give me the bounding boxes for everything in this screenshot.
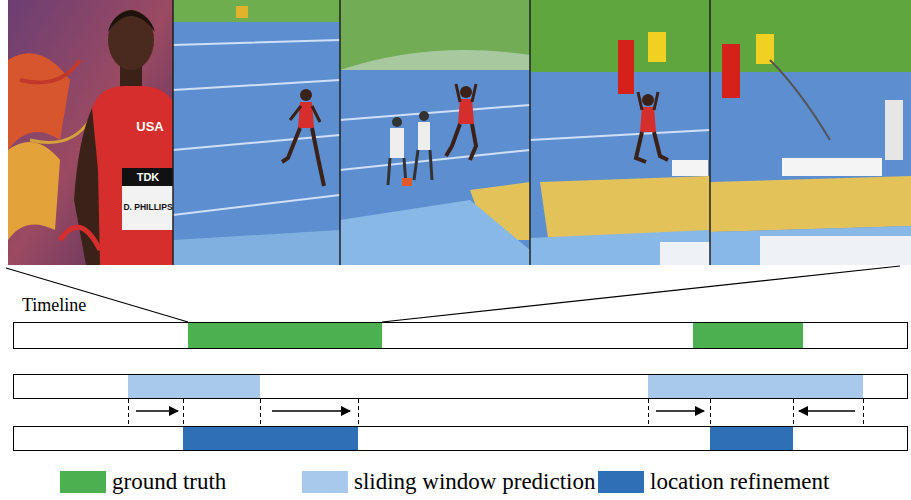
runner bbox=[282, 89, 324, 186]
frame-flight bbox=[530, 0, 710, 265]
legend-swatch bbox=[598, 471, 644, 493]
officials bbox=[388, 111, 432, 186]
refinement-arrows bbox=[129, 399, 864, 426]
zoom-line bbox=[382, 266, 900, 322]
bib-sponsor: TDK bbox=[137, 172, 160, 183]
zoom-line bbox=[6, 268, 188, 322]
legend-label: ground truth bbox=[112, 470, 226, 493]
legend-label: sliding window prediction bbox=[354, 470, 595, 493]
refinement-row bbox=[14, 427, 908, 451]
runner bbox=[446, 84, 476, 160]
legend-label: location refinement bbox=[650, 470, 829, 493]
sliding-window-row bbox=[14, 375, 908, 399]
jersey-text: USA bbox=[136, 120, 163, 133]
ground-truth-row bbox=[14, 323, 908, 349]
frame-closeup bbox=[8, 0, 173, 265]
axis-label: Timeline bbox=[22, 296, 86, 314]
legend-swatch bbox=[302, 471, 348, 493]
bib-name: D. PHILLIPS bbox=[123, 203, 172, 212]
frame-run-up bbox=[173, 0, 340, 265]
legend-swatch bbox=[60, 471, 106, 493]
frame-landing bbox=[710, 0, 911, 265]
runner bbox=[636, 92, 668, 162]
frame-take-off bbox=[340, 0, 530, 265]
